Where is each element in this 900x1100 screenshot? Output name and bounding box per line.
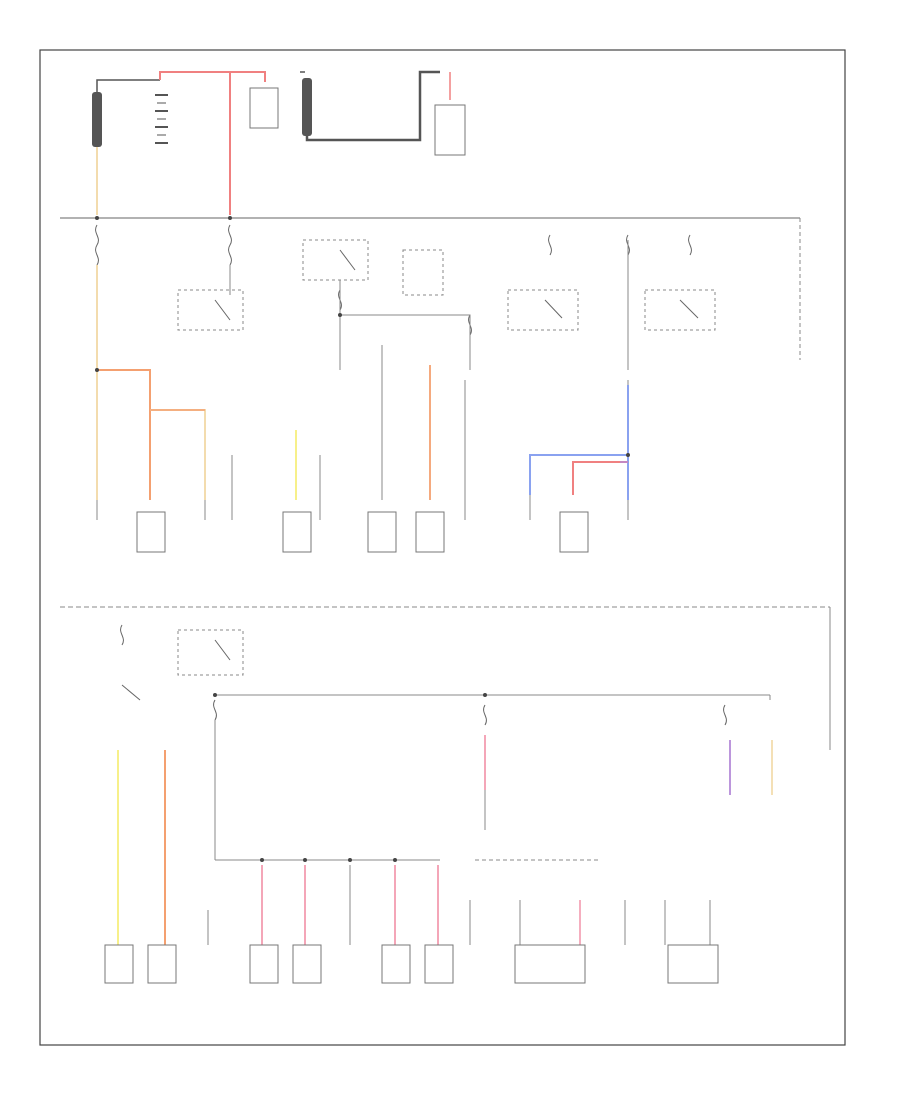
wire-red-to-starter — [230, 71, 266, 82]
wires-gray-top — [229, 240, 629, 500]
wire-red-branch-right — [572, 461, 628, 495]
loads-top-row — [136, 511, 589, 553]
fuse-row-top — [95, 224, 692, 336]
splice-dots — [95, 216, 630, 862]
fusible-link-generator — [302, 78, 312, 136]
relays-bottom — [120, 624, 727, 726]
wires-gray-bottom — [207, 695, 771, 945]
battery — [155, 94, 168, 144]
loads-bottom-row — [104, 944, 719, 984]
load-stubs-top — [96, 495, 629, 520]
wire-blue-branch — [529, 454, 628, 495]
wire-orange-branch — [97, 369, 151, 500]
relays-top — [177, 239, 716, 331]
fusible-link-left — [92, 92, 102, 147]
wire-black-generator — [305, 70, 440, 142]
diagram-border — [39, 49, 846, 1046]
wire-red-battery-pos — [159, 71, 231, 215]
starter-motor — [249, 87, 279, 129]
generator — [434, 104, 466, 156]
wire-black-battery-neg — [96, 79, 160, 92]
wire-tan-branch-2 — [150, 409, 206, 500]
